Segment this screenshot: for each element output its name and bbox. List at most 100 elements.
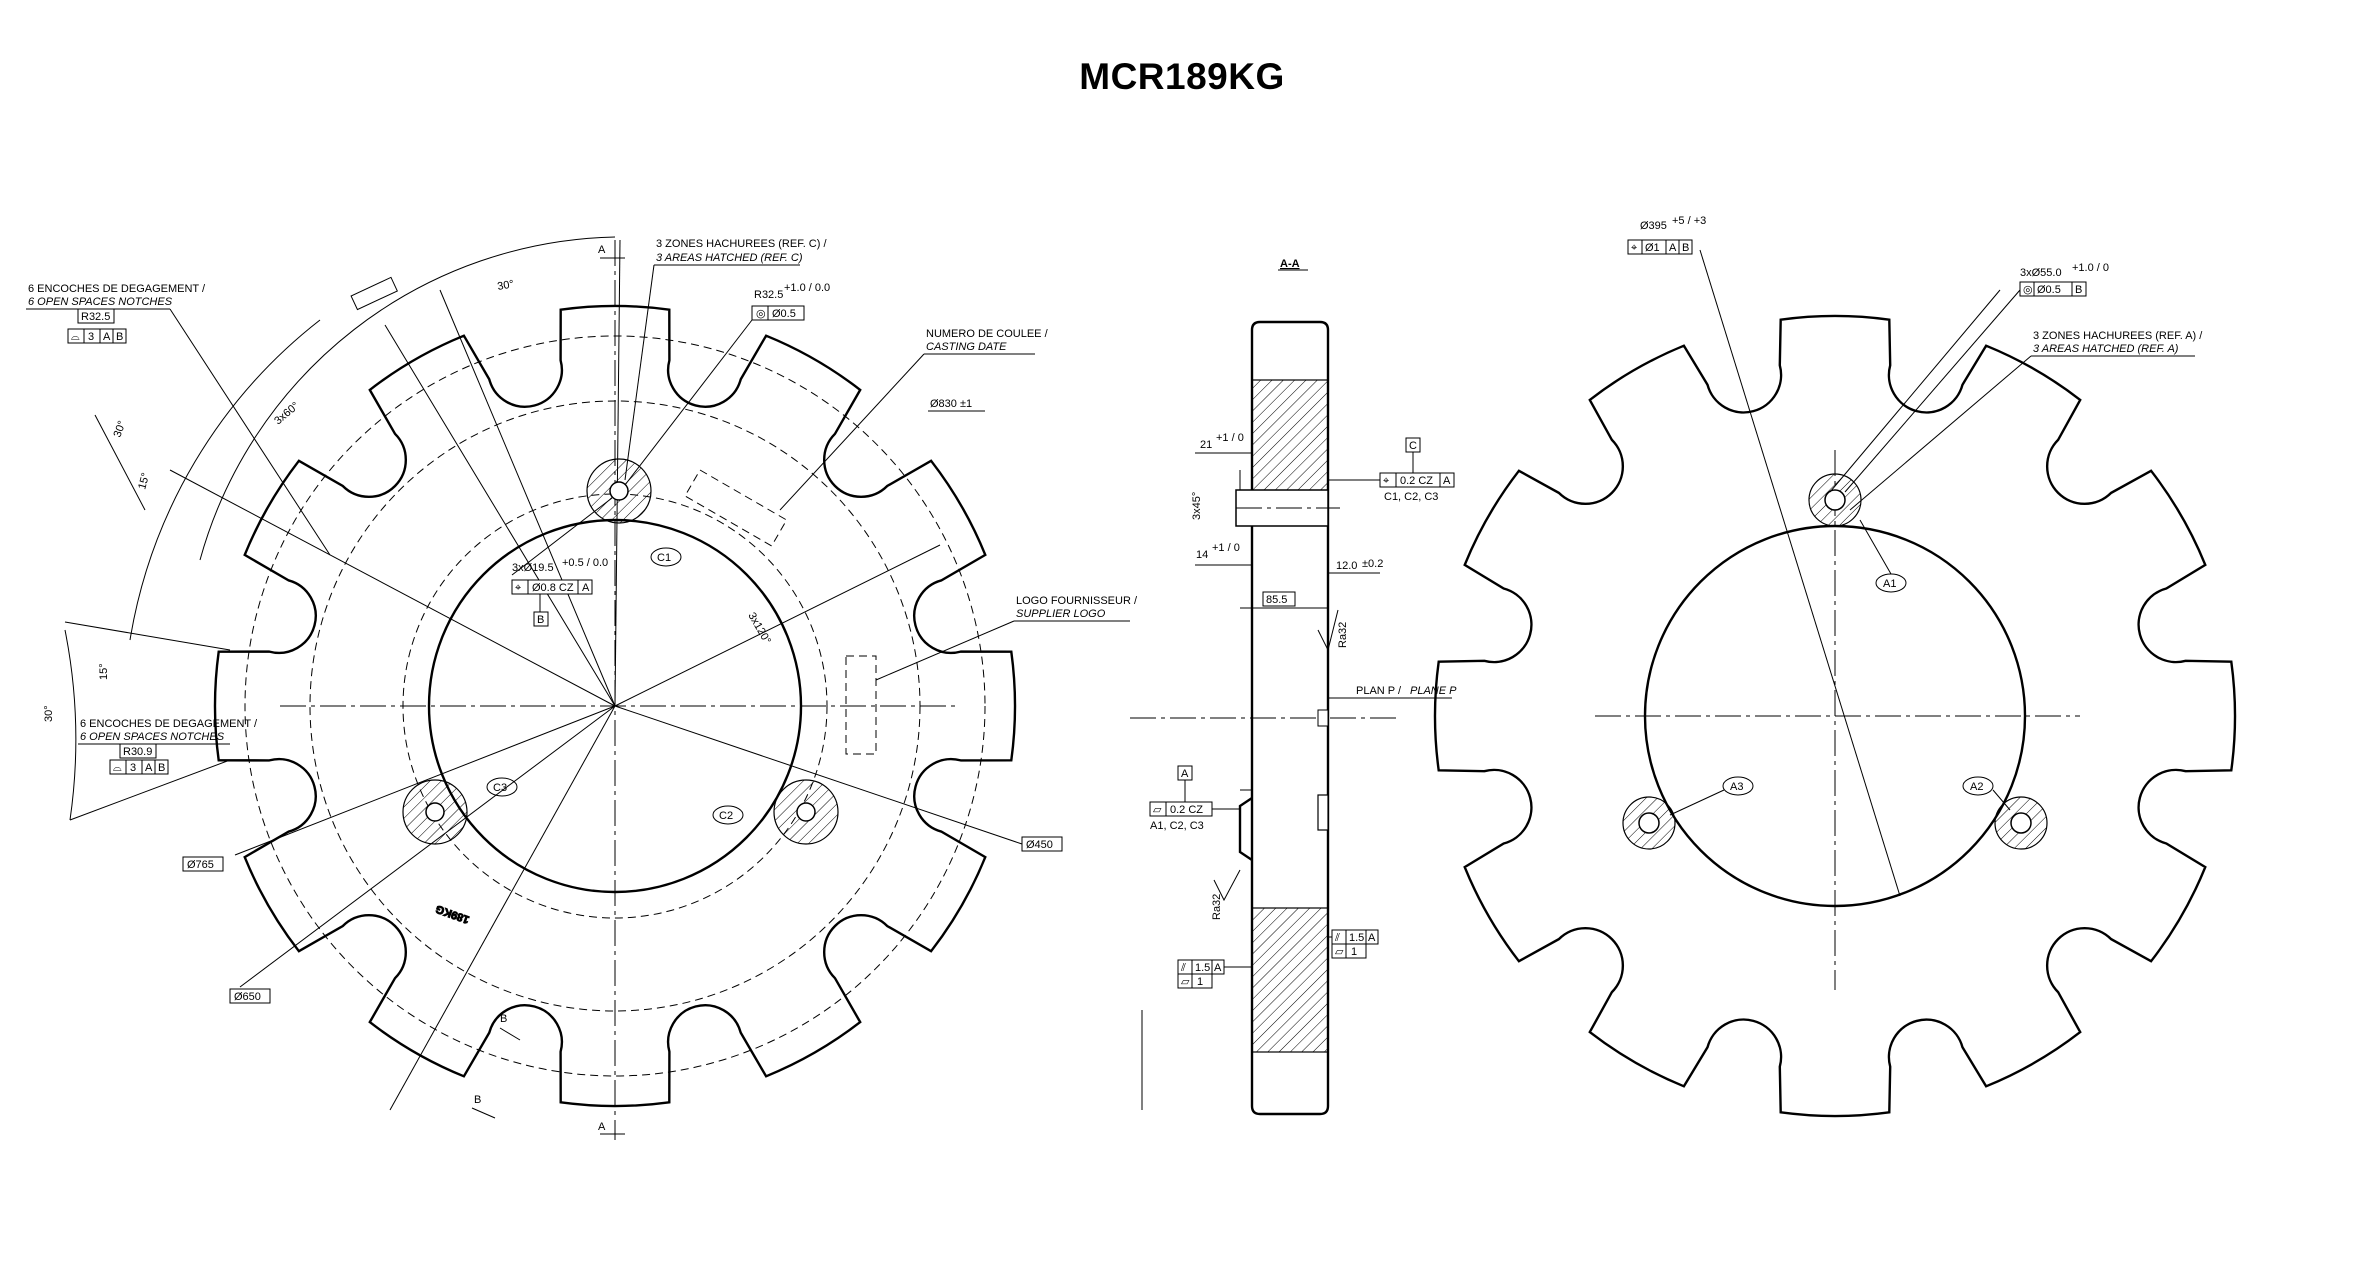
hole-right (796, 802, 816, 822)
leader-b (389, 705, 616, 1111)
dia-830: Ø830 (930, 398, 957, 410)
a1: A1 (1883, 578, 1896, 590)
back-prof-box (2019, 281, 2087, 297)
back-pos-tol: Ø1 (1645, 242, 1660, 254)
angle-line (384, 324, 616, 707)
angle-15-left: 15° (136, 472, 152, 491)
angle-ext-3 (69, 759, 231, 821)
section-pos-symbol: ⌖ (1383, 475, 1389, 487)
back-holes: 3xØ55.0 (2020, 267, 2062, 279)
a1-leader (1859, 519, 1892, 575)
angle-15-lower: 15° (98, 663, 110, 680)
notch-line (169, 469, 616, 707)
back-zones-fr: 3 ZONES HACHUREES (REF. A) / (2033, 330, 2203, 342)
position-symbol: ⌖ (515, 582, 521, 594)
dia-395-tol: +5 / +3 (1672, 215, 1706, 227)
perp-symbol-left: ⫽ (1180, 962, 1186, 974)
a3-bubble (1722, 776, 1754, 796)
angle-30-top: 30° (496, 278, 514, 293)
back-zones-leader (1849, 355, 2032, 511)
drawing-title: MCR189KG (1079, 56, 1285, 97)
back-view: Ø395 +5 / +3 ⌖ Ø1 A B 3xØ55.0 +1.0 / 0 ◎… (1433, 215, 2237, 1118)
section-b-arrow-top (499, 1027, 521, 1041)
r309: R30.9 (123, 746, 152, 758)
hole-pos-tol: Ø0.8 CZ (532, 582, 574, 594)
profile2-b: B (158, 762, 165, 774)
back-pos-box (1627, 239, 1693, 255)
ra32-bottom: Ra32 (1211, 894, 1223, 920)
back-prof-tol: Ø0.5 (2037, 284, 2061, 296)
c3: C3 (493, 782, 507, 794)
a2: A2 (1970, 781, 1983, 793)
c1-bubble (650, 547, 682, 567)
flatness-symbol-2: ▱ (1153, 804, 1162, 816)
right-notch-2 (1317, 709, 1329, 727)
dim-arc-outer-2 (129, 319, 321, 641)
datum-a: A (1181, 768, 1189, 780)
dia-765: Ø765 (187, 859, 214, 871)
flat-box-left (1177, 973, 1213, 989)
perp-symbol-right: ⫽ (1334, 932, 1340, 944)
hole-datum: A (582, 582, 590, 594)
dim-12-tol: ±0.2 (1362, 558, 1383, 570)
back-pos-b: B (1682, 242, 1689, 254)
radius-top: R32.5 (754, 289, 783, 301)
angle-line-2 (439, 289, 616, 707)
perp-tol-right: 1.5 (1349, 932, 1364, 944)
back-pos-symbol: ⌖ (1631, 242, 1637, 254)
dia-450: Ø450 (1026, 839, 1053, 851)
chamfer-3x45: 3x45° (1191, 492, 1203, 520)
holes-dim: 3xØ19.5 (512, 562, 554, 574)
back-hole-a2 (2010, 812, 2032, 834)
logo-label-fr: LOGO FOURNISSEUR / (1016, 595, 1138, 607)
flat-right: 1 (1351, 946, 1357, 958)
notches2-label-fr: 6 ENCOCHES DE DEGAGEMENT / (80, 718, 258, 730)
dim-855-box (1262, 591, 1296, 607)
datum-c: C (1409, 440, 1417, 452)
leader-765 (234, 705, 616, 856)
notches-label-fr: 6 ENCOCHES DE DEGAGEMENT / (28, 283, 206, 295)
hole-ref: B (537, 614, 544, 626)
notches-label-en: 6 OPEN SPACES NOTCHES (28, 296, 173, 308)
front-view: A A 3 ZONES HACHUREES (REF. C) / 3 AREAS… (26, 236, 1138, 1140)
plane-label-en: PLANE P (1410, 685, 1457, 697)
section-pos-tol: 0.2 CZ (1400, 475, 1433, 487)
flat-symbol-left: ▱ (1181, 976, 1190, 988)
dia-765-box (182, 856, 224, 872)
dia-650: Ø650 (234, 991, 261, 1003)
front-gear-outline (213, 304, 1017, 1108)
dia-450-leader (614, 705, 1023, 845)
perp-datum-right: A (1368, 932, 1376, 944)
radius-leader (624, 319, 753, 486)
zones-label-fr: 3 ZONES HACHUREES (REF. C) / (656, 238, 827, 250)
r309-box (119, 743, 157, 759)
section-a-bottom: A (598, 1121, 606, 1133)
flat-tol: 0.2 CZ (1170, 804, 1203, 816)
back-prof-symbol: ◎ (2023, 284, 2033, 296)
a3: A3 (1730, 781, 1743, 793)
angle-3x120: 3x120° (745, 611, 773, 647)
casting-date-area (684, 469, 788, 547)
dim-855: 85.5 (1266, 594, 1287, 606)
logo-leader (875, 620, 1015, 681)
angle-30-left: 30° (112, 419, 129, 439)
section-outline (1250, 320, 1330, 1116)
flat-box-right (1331, 943, 1367, 959)
hole-ref-box (533, 611, 549, 627)
flat-symbol-right: ▱ (1335, 946, 1344, 958)
dim-arc-outer (199, 236, 616, 561)
casting-label-fr: NUMERO DE COULEE / (926, 328, 1049, 340)
profile-box-top (67, 328, 127, 344)
dia-395-leader (1699, 249, 1901, 897)
section-title: A-A (1280, 258, 1300, 270)
dia-395: Ø395 (1640, 220, 1667, 232)
section-pos-refs: C1, C2, C3 (1384, 491, 1438, 503)
casting-label-en: CASTING DATE (926, 341, 1007, 353)
logo-label-en: SUPPLIER LOGO (1016, 608, 1106, 620)
dim-14: 14 (1196, 549, 1208, 561)
notches-leader (169, 308, 331, 556)
dim-21: 21 (1200, 439, 1212, 451)
back-holes-leader (1844, 289, 2021, 493)
section-pos-datum: A (1443, 475, 1451, 487)
leader-830 (614, 544, 941, 707)
